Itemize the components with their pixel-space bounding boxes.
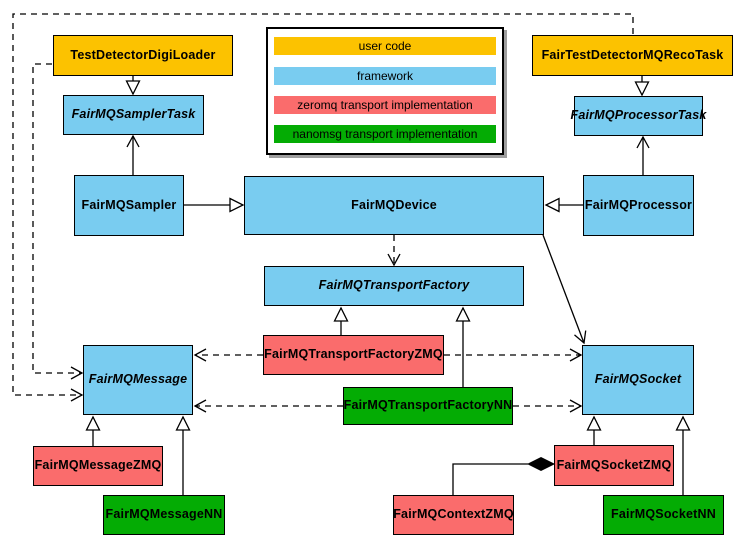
fairmq-transport-factory-nn-node: FairMQTransportFactoryNN bbox=[343, 387, 513, 425]
fairmq-message-nn-node: FairMQMessageNN bbox=[103, 495, 225, 535]
fairmq-sampler-node: FairMQSampler bbox=[74, 175, 184, 236]
fairmq-transport-factory-node: FairMQTransportFactory bbox=[264, 266, 524, 306]
fairmq-processor-node: FairMQProcessor bbox=[583, 175, 694, 236]
fairmq-transport-factory-zmq-node: FairMQTransportFactoryZMQ bbox=[263, 335, 444, 375]
legend-item-user-code: user code bbox=[274, 37, 496, 55]
fairmq-socket-nn-node: FairMQSocketNN bbox=[603, 495, 724, 535]
fairmq-device-node: FairMQDevice bbox=[244, 176, 544, 235]
fairmq-message-node: FairMQMessage bbox=[83, 345, 193, 415]
legend-item-framework: framework bbox=[274, 67, 496, 85]
fair-test-detector-mq-reco-task-node: FairTestDetectorMQRecoTask bbox=[532, 35, 733, 76]
legend: user code framework zeromq transport imp… bbox=[266, 27, 504, 155]
fairmq-processor-task-node: FairMQProcessorTask bbox=[570, 96, 706, 136]
edge-test-detector-digi-loader-to-fairmq-message bbox=[32, 63, 84, 380]
legend-item-nanomsg: nanomsg transport implementation bbox=[274, 125, 496, 143]
fairmq-socket-node: FairMQSocket bbox=[582, 345, 694, 415]
edge-fair-test-detector-mq-reco-task-to-fairmq-message bbox=[12, 13, 634, 402]
legend-item-zeromq: zeromq transport implementation bbox=[274, 96, 496, 114]
edge-fairmq-context-zmq-to-fairmq-socket-zmq bbox=[452, 464, 528, 495]
fairmq-sampler-task-node: FairMQSamplerTask bbox=[63, 95, 204, 135]
fairmq-context-zmq-node: FairMQContextZMQ bbox=[393, 495, 514, 535]
fairmq-message-zmq-node: FairMQMessageZMQ bbox=[33, 446, 163, 486]
test-detector-digi-loader-node: TestDetectorDigiLoader bbox=[53, 35, 233, 76]
fairmq-socket-zmq-node: FairMQSocketZMQ bbox=[554, 445, 674, 486]
edge-fairmq-device-to-fairmq-socket bbox=[542, 234, 587, 345]
